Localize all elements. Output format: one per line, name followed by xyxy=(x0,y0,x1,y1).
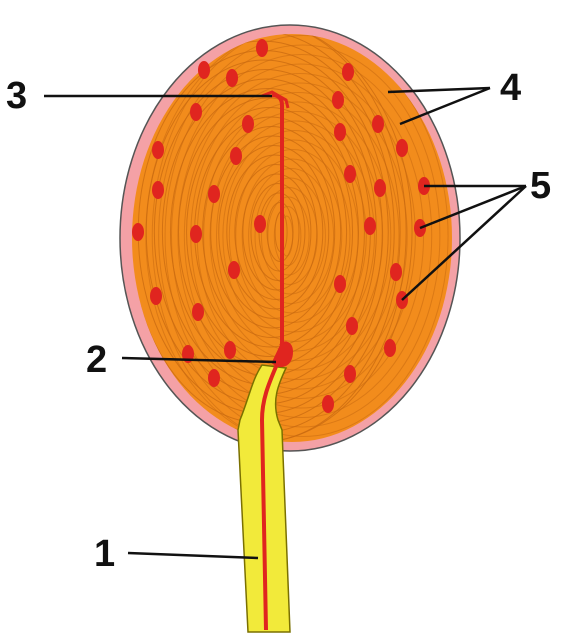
nucleus-dot xyxy=(396,139,408,157)
label-2: 2 xyxy=(86,339,107,381)
nucleus-dot xyxy=(152,181,164,199)
nucleus-dot xyxy=(224,341,236,359)
nucleus-dot xyxy=(256,39,268,57)
nucleus-dot xyxy=(332,91,344,109)
nucleus-dot xyxy=(226,69,238,87)
nucleus-dot xyxy=(208,185,220,203)
nucleus-dot xyxy=(342,63,354,81)
nucleus-dot xyxy=(346,317,358,335)
nucleus-dot xyxy=(190,225,202,243)
nucleus-dot xyxy=(208,369,220,387)
nucleus-dot xyxy=(384,339,396,357)
nucleus-dot xyxy=(228,261,240,279)
nucleus-dot xyxy=(334,123,346,141)
nucleus-dot xyxy=(242,115,254,133)
nucleus-dot xyxy=(374,179,386,197)
nucleus-dot xyxy=(364,217,376,235)
label-1: 1 xyxy=(94,533,115,575)
nucleus-dot xyxy=(230,147,242,165)
label-4: 4 xyxy=(500,67,521,109)
nucleus-dot xyxy=(254,215,266,233)
nucleus-dot xyxy=(192,303,204,321)
label-3: 3 xyxy=(6,75,27,117)
nucleus-dot xyxy=(372,115,384,133)
nucleus-dot xyxy=(152,141,164,159)
nucleus-dot xyxy=(150,287,162,305)
nucleus-dot xyxy=(198,61,210,79)
nucleus-dot xyxy=(322,395,334,413)
label-5: 5 xyxy=(530,165,551,207)
nucleus-dot xyxy=(190,103,202,121)
nucleus-dot xyxy=(334,275,346,293)
nucleus-dot xyxy=(390,263,402,281)
nucleus-dot xyxy=(344,165,356,183)
leader-1 xyxy=(128,553,258,558)
nucleus-dot xyxy=(344,365,356,383)
nucleus-dot xyxy=(132,223,144,241)
